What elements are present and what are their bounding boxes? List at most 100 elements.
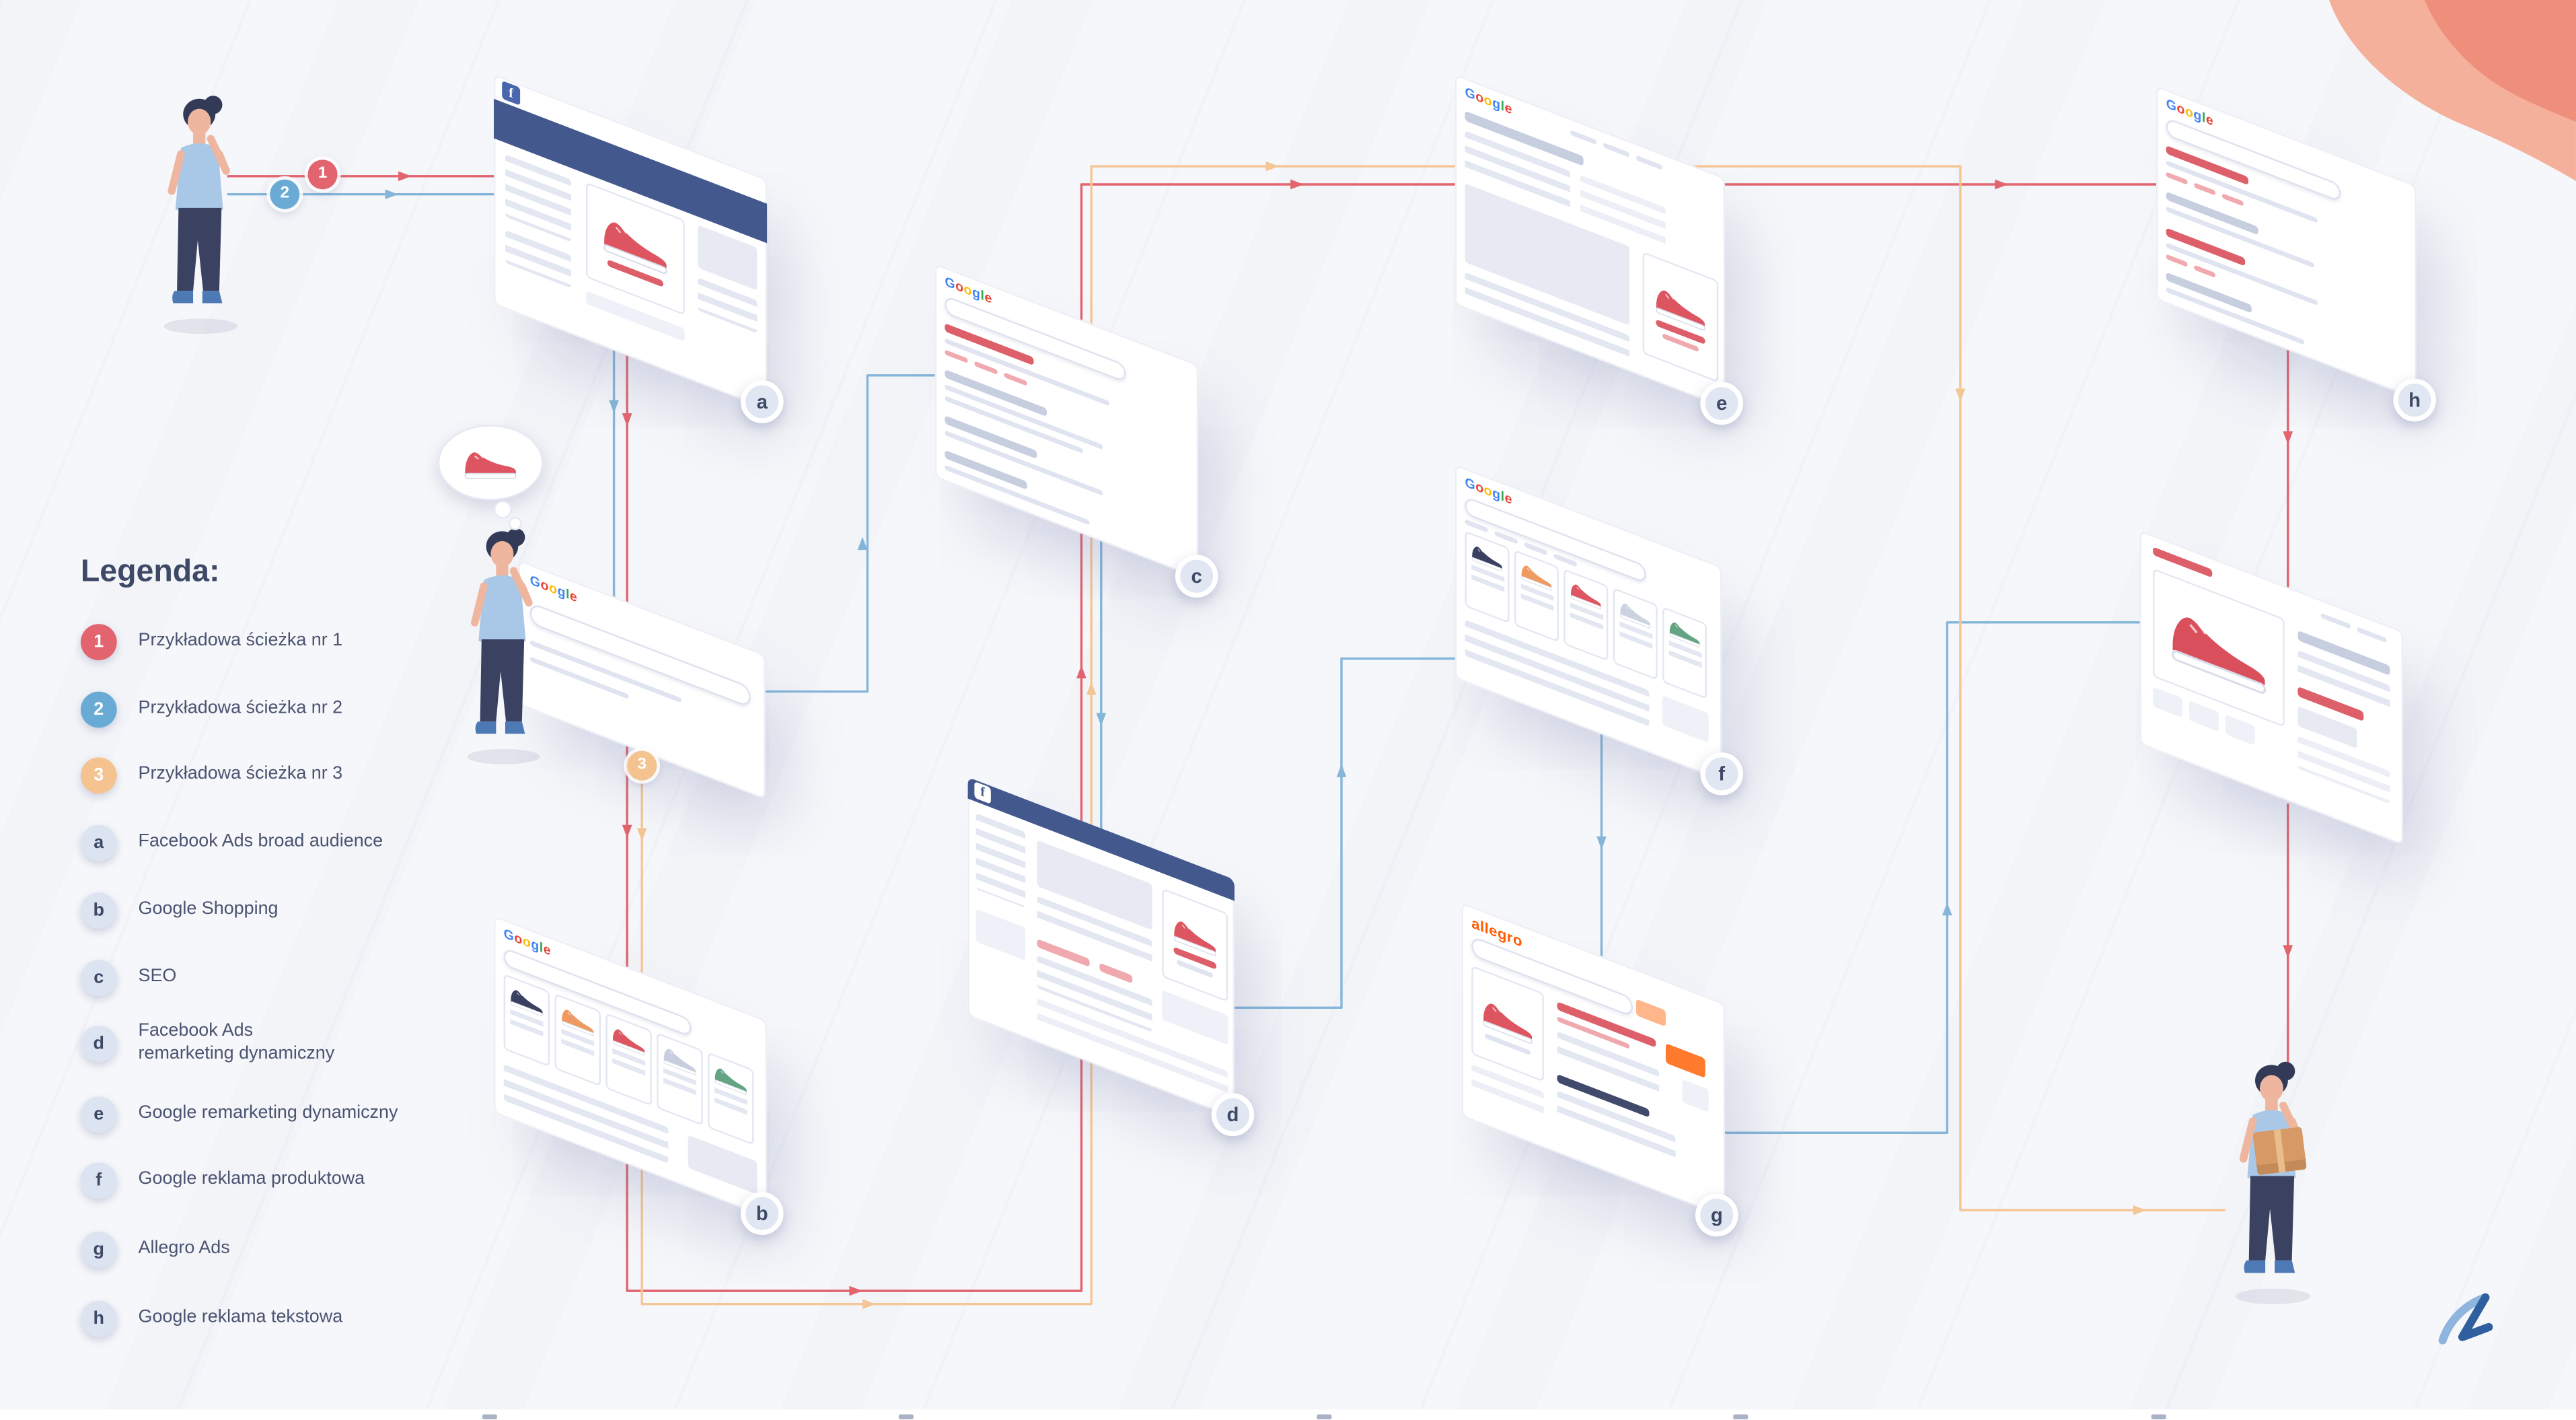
channel-b-badge: b — [80, 892, 117, 929]
sitelink-bar — [2194, 264, 2216, 279]
content-block — [688, 1135, 758, 1195]
search-button — [1635, 999, 1666, 1027]
legend-label: Google remarketing dynamiczny — [138, 1103, 398, 1123]
thumbnail-block — [2225, 714, 2255, 746]
bottom-tick — [2151, 1414, 2166, 1419]
legend-item-channel-d: d Facebook Ads remarketing dynamiczny — [80, 1020, 542, 1066]
legend-label: Google reklama produktowa — [138, 1169, 365, 1189]
channel-f-badge: f — [80, 1162, 117, 1199]
legend-item-channel-g: g Allegro Ads — [80, 1232, 542, 1268]
bubble-tail-dot — [493, 500, 512, 519]
nav-bar — [2320, 612, 2351, 629]
path3-marker: 3 — [627, 750, 657, 781]
node-badge-f: f — [1700, 752, 1743, 795]
sidebar-lines — [976, 813, 1026, 909]
content-block — [1662, 695, 1709, 743]
legend-label: Facebook Ads remarketing dynamiczny — [138, 1020, 335, 1063]
product-text-lines — [2297, 650, 2390, 712]
legend-label: Facebook Ads broad audience — [138, 831, 383, 852]
legend-item-channel-f: f Google reklama produktowa — [80, 1162, 542, 1199]
buy-button — [1665, 1043, 1705, 1079]
bottom-tick — [898, 1414, 914, 1419]
legend-label: Google reklama tekstowa — [138, 1307, 343, 1328]
sitelink-bar — [2194, 182, 2216, 196]
legend-item-path-1: 1 Przykładowa ścieżka nr 1 — [80, 624, 542, 661]
bottom-tick — [482, 1414, 497, 1419]
legend-item-channel-e: e Google remarketing dynamiczny — [80, 1096, 542, 1133]
legend-label: Google Shopping — [138, 899, 279, 919]
node-badge-c: c — [1175, 555, 1218, 598]
sneaker-icon — [599, 207, 672, 279]
node-badge-d: d — [1211, 1093, 1255, 1137]
listing-image-card — [1471, 965, 1544, 1082]
channel-h-badge: h — [80, 1300, 117, 1337]
node-badge-a: a — [740, 380, 784, 423]
product-card — [657, 1032, 703, 1126]
sneaker-icon — [461, 445, 520, 481]
sitelink-bar — [2166, 254, 2188, 268]
bottom-tick — [1317, 1414, 1332, 1419]
product-card — [1662, 606, 1707, 700]
thought-bubble — [437, 425, 544, 501]
sitelink-bar — [974, 361, 998, 375]
brand-logo — [2438, 1293, 2493, 1345]
path1-badge: 1 — [80, 624, 117, 661]
menu-bar — [1570, 129, 1597, 145]
path-3-orange — [640, 165, 2225, 1306]
sitelink-bar — [2221, 193, 2244, 207]
legend-label: SEO — [138, 966, 177, 987]
product-card — [708, 1052, 754, 1145]
arrowheads — [385, 161, 2293, 1310]
facebook-icon: f — [502, 80, 521, 106]
remarketing-ad-card — [1162, 888, 1228, 1003]
channel-a-badge: a — [80, 824, 117, 861]
corner-decoration — [2328, 0, 2576, 182]
node-badge-e: e — [1700, 382, 1743, 425]
sitelink-bar — [1004, 372, 1027, 386]
thumbnail-block — [2188, 701, 2219, 732]
channel-g-badge: g — [80, 1232, 117, 1268]
path1-marker: 1 — [307, 159, 338, 190]
legend-label: Allegro Ads — [138, 1238, 230, 1258]
bottom-tick — [1733, 1414, 1749, 1419]
menu-bar — [1603, 142, 1630, 158]
path3-badge: 3 — [80, 757, 117, 794]
legend-item-channel-h: h Google reklama tekstowa — [80, 1300, 542, 1337]
product-card — [554, 993, 601, 1087]
bubble-tail-dot — [508, 517, 522, 530]
legend-item-channel-a: a Facebook Ads broad audience — [80, 824, 542, 861]
channel-e-badge: e — [80, 1096, 117, 1133]
product-card — [1465, 530, 1510, 624]
product-card — [605, 1012, 652, 1106]
legend-title: Legenda: — [80, 555, 220, 590]
sitelink-bar — [945, 349, 968, 363]
product-card — [1613, 588, 1658, 680]
node-badge-g: g — [1695, 1193, 1738, 1237]
legend-item-channel-b: b Google Shopping — [80, 892, 542, 929]
channel-c-badge: c — [80, 960, 117, 997]
product-text-lines — [2297, 736, 2390, 804]
person-customer-purchase — [2225, 1057, 2321, 1308]
product-card — [1514, 549, 1559, 643]
package-box — [2252, 1127, 2307, 1176]
text-lines — [505, 154, 571, 242]
product-card — [1563, 568, 1609, 662]
menu-bar — [1635, 155, 1663, 170]
bottom-strip — [0, 1409, 2576, 1420]
text-lines — [505, 229, 571, 289]
person-customer-start — [155, 91, 247, 338]
legend-item-channel-c: c SEO — [80, 960, 542, 997]
legend-item-path-2: 2 Przykładowa ścieżka nr 2 — [80, 691, 542, 728]
person-customer-searching — [457, 524, 550, 767]
legend-label: Przykładowa ścieżka nr 1 — [138, 631, 343, 651]
content-block — [1682, 1079, 1709, 1112]
path2-badge: 2 — [80, 691, 117, 728]
content-block — [976, 909, 1026, 961]
thumbnail-block — [2153, 686, 2183, 718]
path2-marker: 2 — [270, 179, 300, 209]
legend-label: Przykładowa ścieżka nr 3 — [138, 764, 343, 784]
sitelink-bar — [2166, 172, 2188, 185]
nav-bar — [2357, 627, 2387, 643]
